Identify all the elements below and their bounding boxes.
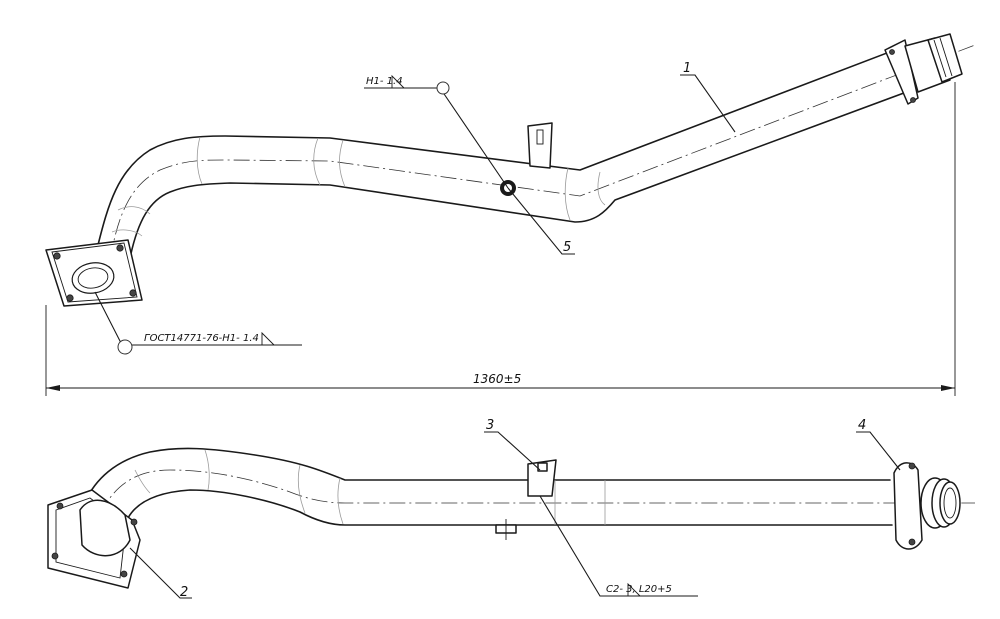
callout-weld-bottom: С2- 3, L20+5	[539, 495, 698, 597]
top-view	[45, 33, 976, 307]
label-dimension-length: 1360±5	[473, 372, 521, 386]
label-part-3: 3	[486, 418, 494, 433]
label-weld-top: Н1- 1.4	[366, 76, 403, 87]
nut-bottom	[495, 519, 517, 540]
flange-top	[45, 239, 143, 307]
fitting-part-4	[893, 462, 961, 550]
callout-weld-top: Н1- 1.4	[364, 74, 509, 189]
pipe-bottom-bend-lines	[134, 449, 606, 525]
callout-part-4: 4	[856, 418, 901, 471]
label-part-4: 4	[858, 418, 866, 433]
dimension-length: 1360±5	[45, 82, 956, 396]
callout-weld-flange: ГОСТ14771-76-Н1- 1.4	[94, 291, 302, 355]
pipe-bottom-outline-upper	[84, 447, 891, 503]
pipe-top-outline-upper	[97, 47, 901, 246]
label-part-5: 5	[563, 240, 571, 255]
bracket-part-3	[527, 459, 557, 497]
bottom-view	[47, 447, 975, 589]
fitting-top	[884, 33, 963, 105]
label-weld-flange: ГОСТ14771-76-Н1- 1.4	[144, 333, 259, 344]
pipe-top-outline-lower	[129, 89, 913, 259]
callout-part-3: 3	[484, 418, 541, 471]
pipe-top-centerline	[109, 44, 976, 261]
label-part-1: 1	[683, 61, 691, 76]
flange-bottom	[47, 489, 141, 589]
pipe-bottom-centerline	[99, 469, 975, 516]
bracket-top	[527, 122, 553, 169]
label-part-2: 2	[180, 585, 188, 600]
pipe-top-bend-lines	[111, 136, 606, 237]
pipe-bottom-outline-lower	[127, 489, 893, 526]
label-weld-bottom: С2- 3, L20+5	[606, 584, 672, 595]
callout-part-1: 1	[680, 61, 736, 133]
callout-part-2: 2	[129, 547, 192, 600]
callout-part-5: 5	[507, 187, 575, 255]
